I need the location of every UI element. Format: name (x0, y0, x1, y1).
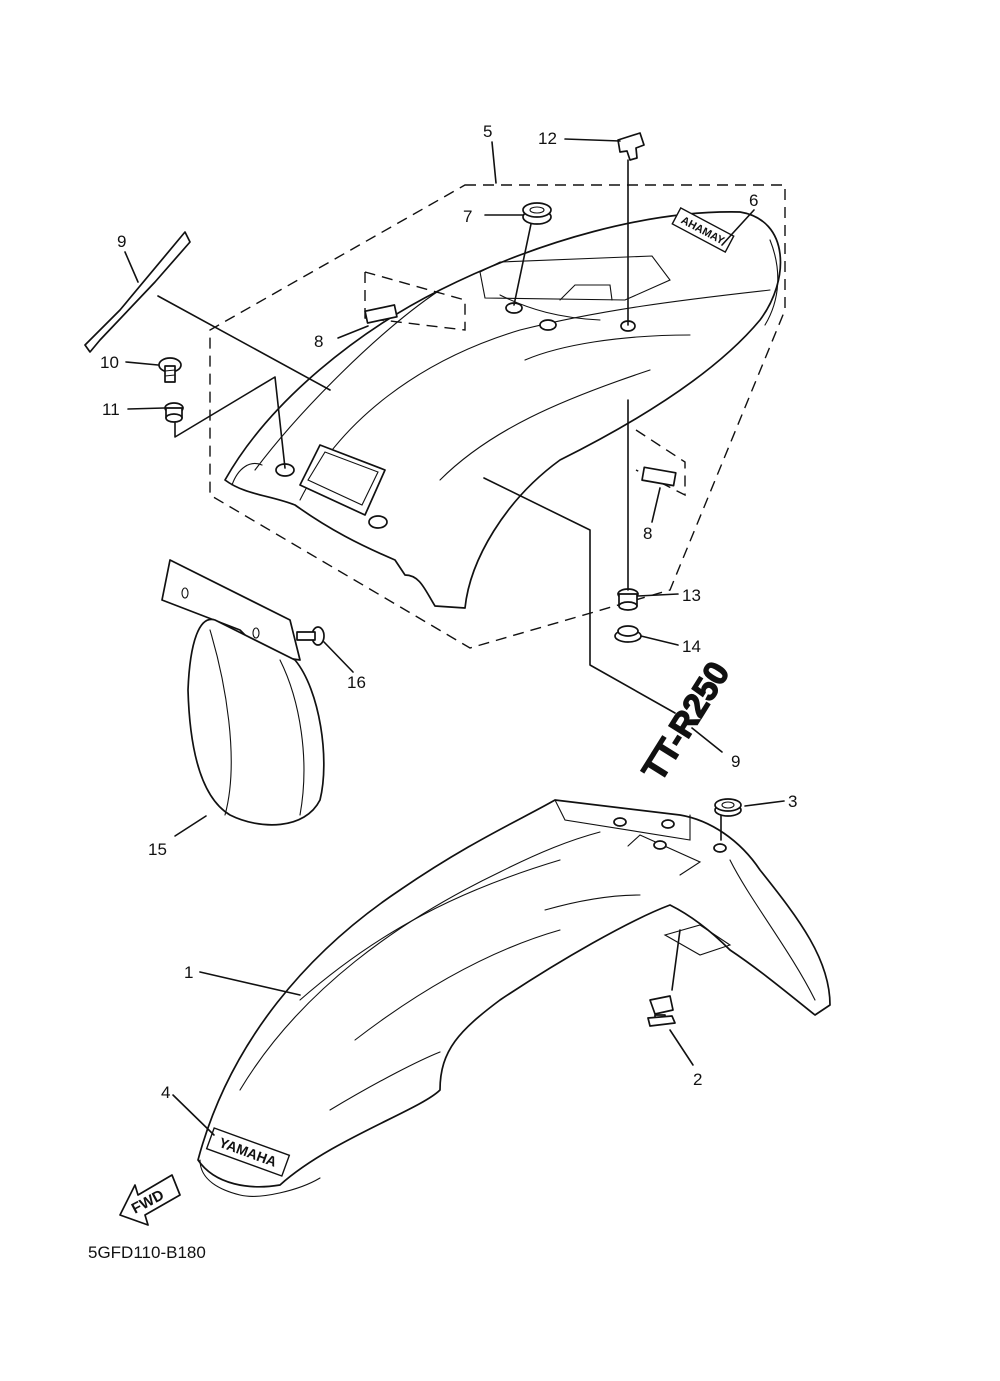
reflector-pad-left (364, 271, 466, 331)
callout-14: 14 (682, 637, 701, 656)
screw-12 (617, 132, 645, 161)
collar-11 (164, 402, 184, 423)
callout-8-right: 8 (643, 524, 652, 543)
callout-2: 2 (693, 1070, 702, 1089)
callout-15: 15 (148, 840, 167, 859)
callout-3: 3 (788, 792, 797, 811)
grommet-14 (614, 625, 642, 643)
leader-lines (124, 138, 785, 1136)
rear-fender (224, 211, 782, 609)
side-emblem-text: TT-R250 (635, 655, 737, 787)
collar-13 (617, 588, 639, 611)
callout-7: 7 (463, 207, 472, 226)
callout-8-left: 8 (314, 332, 323, 351)
rear-side-decal-strip (84, 231, 191, 353)
callout-6: 6 (749, 191, 758, 210)
callout-11: 11 (102, 400, 120, 419)
reflector-pad-right (635, 429, 686, 497)
bolt-10 (158, 357, 182, 383)
assembly-boundary-dashed (209, 184, 786, 649)
bolt-2 (647, 995, 676, 1027)
grommet-7 (522, 202, 552, 225)
bolt-16 (296, 626, 325, 646)
callout-5: 5 (483, 122, 492, 141)
callout-4: 4 (161, 1083, 170, 1102)
callout-12: 12 (538, 129, 557, 148)
callout-1: 1 (184, 963, 193, 982)
grommet-3 (714, 798, 742, 817)
callout-labels: 5 12 7 6 9 8 10 11 8 13 14 16 9 3 15 1 2… (100, 122, 797, 1102)
callout-13: 13 (682, 586, 701, 605)
side-emblem-decal: TT-R250 (634, 655, 738, 789)
callout-9-lower: 9 (731, 752, 740, 771)
callout-16: 16 (347, 673, 366, 692)
front-fender (197, 799, 831, 1197)
callout-10: 10 (100, 353, 119, 372)
diagram-code: 5GFD110-B180 (88, 1243, 206, 1262)
fwd-arrow: FWD (119, 1174, 181, 1226)
mudflap (161, 559, 325, 826)
callout-9-upper: 9 (117, 232, 126, 251)
